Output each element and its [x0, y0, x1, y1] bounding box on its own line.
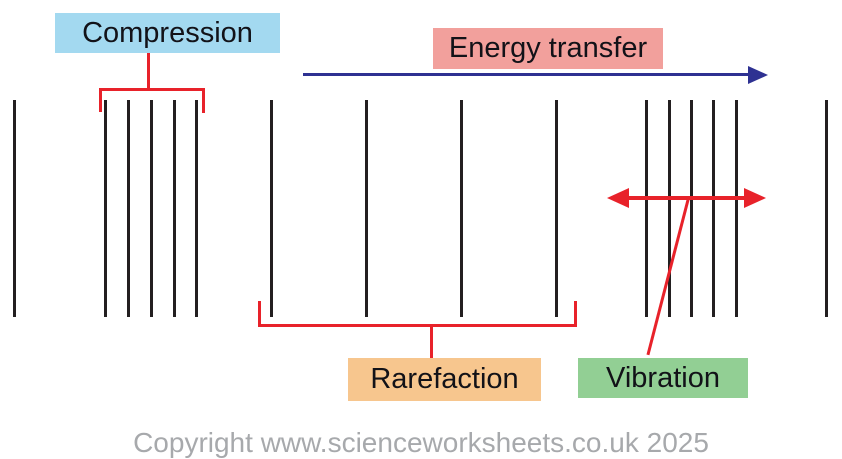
particle-line: [668, 100, 671, 317]
particle-line: [365, 100, 368, 317]
particle-line: [13, 100, 16, 317]
particle-line: [690, 100, 693, 317]
compression-bracket-left-tick: [99, 88, 102, 112]
energy-transfer-arrow-head-icon: [748, 66, 768, 84]
rarefaction-bracket-bar: [258, 324, 577, 327]
particle-line: [104, 100, 107, 317]
copyright-text: Copyright www.scienceworksheets.co.uk 20…: [133, 427, 709, 458]
vibration-arrow-left-head-icon: [607, 188, 629, 208]
vibration-arrow-right-head-icon: [744, 188, 766, 208]
rarefaction-bracket-stem: [430, 324, 433, 358]
particle-line: [645, 100, 648, 317]
vibration-label: Vibration: [578, 358, 748, 398]
energy-transfer-arrow-shaft: [303, 73, 750, 76]
compression-bracket-stem: [147, 53, 150, 90]
particle-line: [127, 100, 130, 317]
particle-line: [460, 100, 463, 317]
particle-line: [555, 100, 558, 317]
rarefaction-bracket-right-tick: [574, 301, 577, 326]
particle-line: [825, 100, 828, 317]
particle-line: [270, 100, 273, 317]
particle-line: [712, 100, 715, 317]
rarefaction-bracket-left-tick: [258, 301, 261, 326]
particle-line: [195, 100, 198, 317]
energy-transfer-label: Energy transfer: [433, 28, 663, 69]
particle-line: [735, 100, 738, 317]
rarefaction-label: Rarefaction: [348, 358, 541, 401]
particle-line: [150, 100, 153, 317]
compression-bracket-right-tick: [202, 88, 205, 113]
compression-label: Compression: [55, 13, 280, 53]
compression-bracket-bar: [99, 88, 205, 91]
particle-line: [173, 100, 176, 317]
